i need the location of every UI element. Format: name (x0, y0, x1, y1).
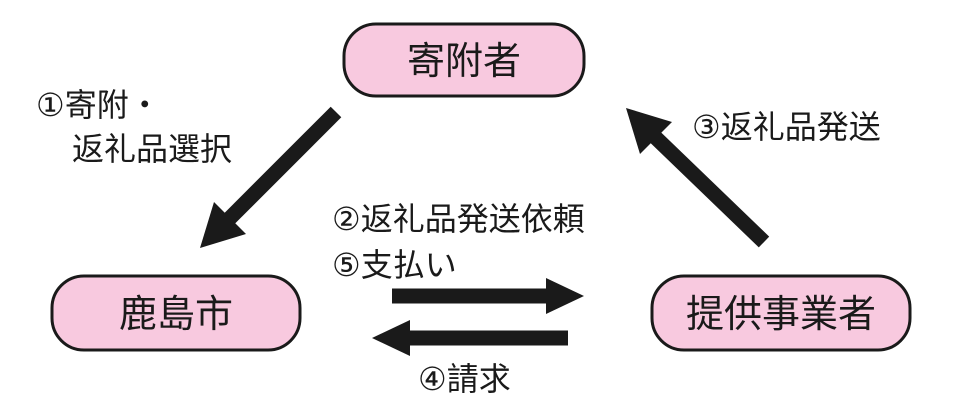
node-provider-box (650, 274, 912, 352)
step3-label: ③返礼品発送 (692, 108, 881, 146)
node-provider-label: 提供事業者 (686, 292, 876, 336)
step2-label: ②返礼品発送依頼 (332, 200, 585, 238)
node-city: 鹿島市 (50, 274, 302, 352)
step5-label: ⑤支払い (332, 246, 457, 284)
node-city-box (50, 274, 302, 352)
node-city-label: 鹿島市 (119, 292, 233, 336)
node-donor-box (342, 22, 586, 98)
step1-label-line1: ①寄附・ (36, 86, 161, 124)
node-provider: 提供事業者 (650, 274, 912, 352)
arrow-provider-to-donor (626, 108, 770, 248)
arrow-donor-to-city (200, 106, 342, 248)
arrow-provider-to-city (372, 320, 568, 356)
node-donor-label: 寄附者 (407, 39, 521, 83)
node-donor: 寄附者 (342, 22, 586, 98)
step1-label-line2: 返礼品選択 (72, 130, 232, 168)
arrow-city-to-provider (392, 278, 584, 314)
step4-label: ④請求 (418, 360, 511, 398)
